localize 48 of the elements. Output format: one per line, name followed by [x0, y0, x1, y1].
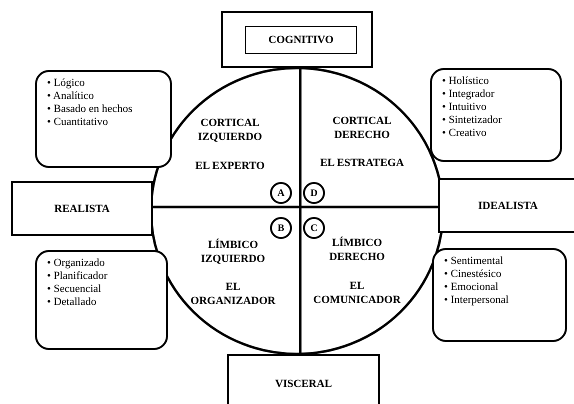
- heading-text: IDEALISTA: [478, 200, 538, 212]
- trait-item: • Cinestésico: [444, 268, 502, 281]
- quadrant-letter-circle: [303, 217, 325, 239]
- trait-item: • Sintetizador: [442, 114, 503, 127]
- heading-text: REALISTA: [54, 202, 110, 214]
- quadrant-letter: C: [310, 222, 318, 234]
- axis-end-box: [227, 354, 380, 404]
- axis-end-box: [11, 181, 153, 236]
- role-name: EL ESTRATEGA: [319, 156, 405, 170]
- quadrant-letter-circle: [270, 217, 292, 239]
- quadrant-letter: A: [277, 188, 285, 198]
- trait-item: • Integrador: [442, 88, 496, 101]
- divider-line: [299, 68, 302, 354]
- role-name: EL EXPERTO: [194, 159, 266, 173]
- trait-item: • Secuencial: [47, 283, 102, 296]
- role-name: EL COMUNICADOR: [312, 279, 402, 307]
- title-box: [221, 11, 373, 68]
- quadrant-name: CORTICAL DERECHO: [332, 114, 392, 142]
- trait-item: • Intuitivo: [442, 101, 488, 114]
- heading-text: VISCERAL: [275, 378, 332, 390]
- trait-item: • Analítico: [47, 90, 95, 103]
- trait-list-box: [432, 248, 567, 342]
- quadrant-letter-circle: [270, 182, 292, 204]
- trait-item: • Cuantitativo: [47, 116, 109, 129]
- quadrant-name: LÍMBICO IZQUIERDO: [200, 238, 266, 266]
- trait-list-box: [430, 68, 562, 162]
- divider-line: [153, 206, 438, 208]
- trait-item: • Detallado: [47, 296, 98, 309]
- role-name: EL ORGANIZADOR: [190, 280, 276, 308]
- trait-item: • Emocional: [444, 281, 500, 294]
- trait-list-box: [35, 250, 168, 350]
- quadrant-letter: B: [278, 222, 284, 234]
- quadrant-letter-circle: [303, 182, 325, 204]
- trait-item: • Creativo: [442, 127, 488, 140]
- heading-text: COGNITIVO: [268, 34, 334, 46]
- trait-item: • Sentimental: [444, 255, 504, 268]
- trait-item: • Holístico: [442, 75, 490, 88]
- trait-item: • Basado en hechos: [47, 103, 134, 116]
- quadrant-name: CORTICAL IZQUIERDO: [196, 116, 264, 144]
- trait-list-box: [35, 70, 172, 168]
- trait-item: • Planificador: [47, 270, 108, 283]
- trait-item: • Organizado: [47, 257, 106, 270]
- quadrant-name: LÍMBICO DERECHO: [328, 236, 386, 264]
- heading-box: [245, 26, 357, 54]
- axis-end-box: [438, 178, 574, 233]
- trait-item: • Lógico: [47, 77, 86, 90]
- trait-item: • Interpersonal: [444, 294, 510, 307]
- quadrant-letter: D: [310, 188, 318, 198]
